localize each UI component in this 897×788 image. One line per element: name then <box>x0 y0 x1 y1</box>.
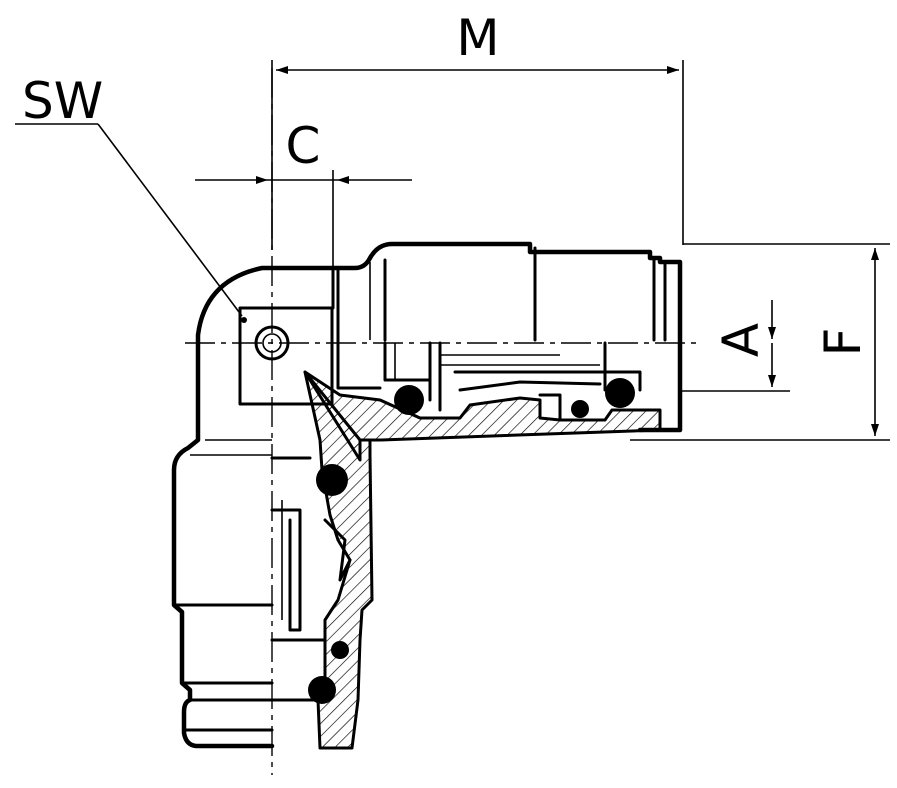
label-a: A <box>712 323 770 357</box>
internals-horizontal <box>383 341 642 422</box>
fitting-body <box>171 241 683 749</box>
dimension-f: F <box>630 243 890 441</box>
label-sw: SW <box>22 72 103 130</box>
internals-vertical <box>270 456 352 704</box>
dimension-m: M <box>271 9 684 250</box>
label-c: C <box>286 117 321 175</box>
dimension-sw: SW <box>15 72 243 317</box>
label-m: M <box>456 9 499 67</box>
dimension-c: C <box>195 117 412 290</box>
dimension-a: A <box>682 300 790 392</box>
section-body <box>303 370 662 750</box>
label-f: F <box>814 328 872 357</box>
